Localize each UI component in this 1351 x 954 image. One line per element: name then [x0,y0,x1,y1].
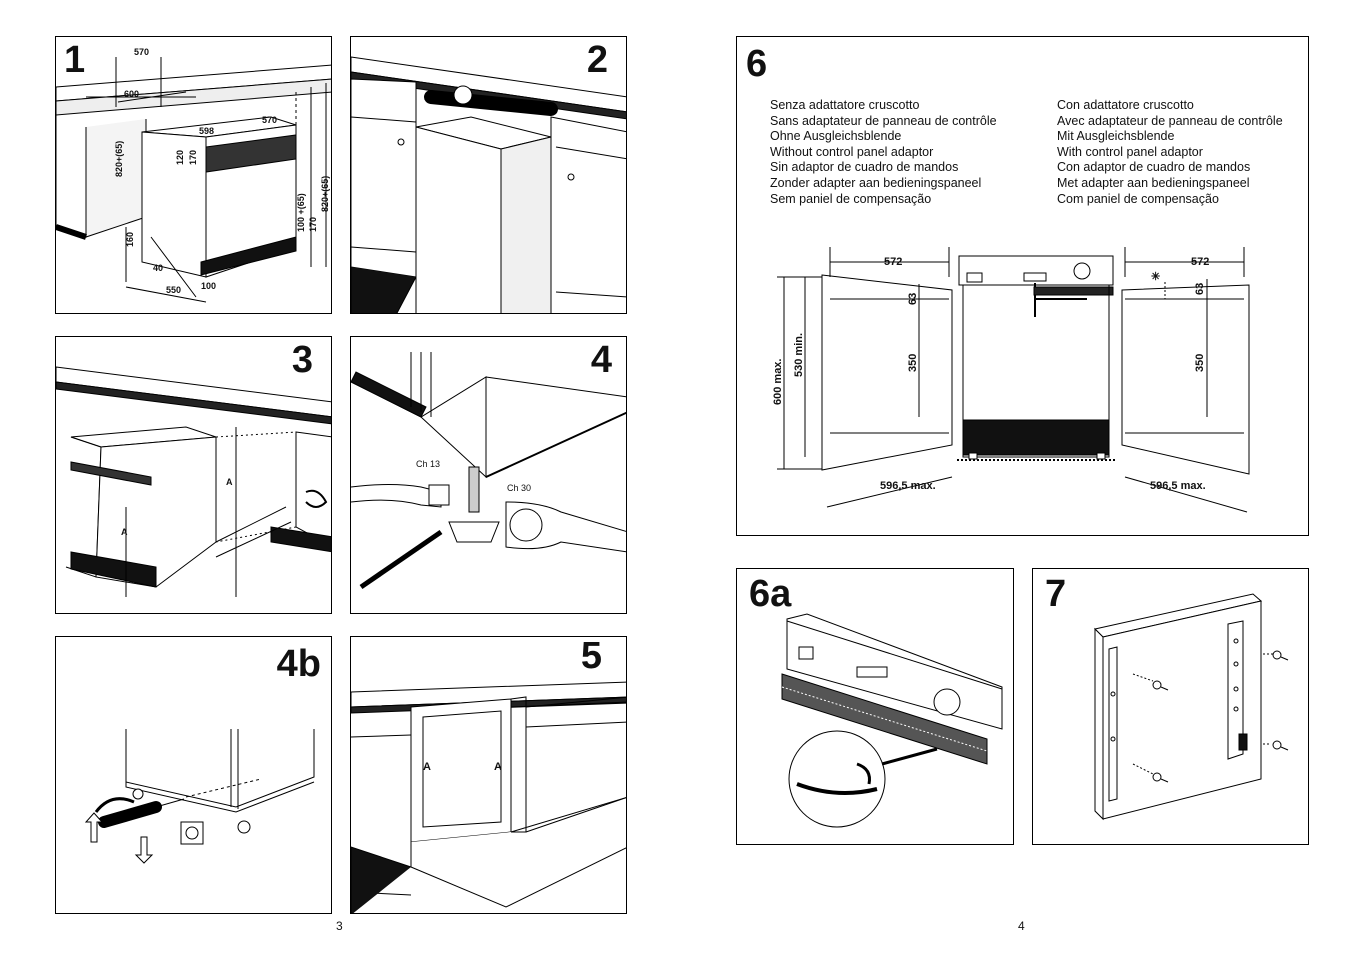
text-line: Ohne Ausgleichsblende [770,129,902,144]
text-line: Mit Ausgleichsblende [1057,129,1175,144]
label-ch30: Ch 30 [507,483,531,493]
cabinet-dimension-illustration: 570 600 598 570 120 170 820+(65) 100 +(6… [56,47,331,303]
dim-596-left: 596,5 max. [880,480,936,492]
dim-600: 600 [124,89,139,99]
text-line: Com paniel de compensação [1057,191,1219,206]
step-number: 4 [590,339,612,381]
panel-4b: 4b [55,636,332,914]
text-line: Without control panel adaptor [770,144,934,159]
dim-598: 598 [199,126,214,136]
text-line: Met adapter aan bedieningspaneel [1057,175,1250,190]
dim-40: 40 [153,263,163,273]
step-number: 1 [64,39,86,81]
dim-63-left: 63 [907,293,919,305]
label-a-left: A [423,761,431,773]
star-marker: ✳ [1151,271,1160,283]
text-line: Avec adaptateur de panneau de contrôle [1057,113,1283,128]
dim-570-top: 570 [134,47,149,57]
text-line: Sin adaptor de cuadro de mandos [770,160,959,175]
fixing-strip-illustration [351,56,626,313]
dim-width-left: 572 [884,256,902,268]
text-with-adaptor: Con adattatore cruscotto Avec adaptateur… [1057,98,1283,207]
panel-2: 2 [350,36,627,314]
text-line: Sem paniel de compensação [770,191,932,206]
dim-600-max: 600 max. [772,359,784,405]
control-panel-adaptor-illustration [781,613,1003,828]
text-line: Zonder adapter aan bedieningspaneel [770,175,982,190]
label-a-right: A [494,761,502,773]
step-number: 3 [291,339,313,381]
door-panel-dimension-drawing: 572 572 63 63 350 350 600 max. 530 min. … [772,247,1250,513]
dim-550: 550 [166,285,181,295]
foot-adjust-illustration: Ch 13 Ch 30 [351,352,626,590]
door-fixing-illustration: A A [351,681,626,913]
slide-in-illustration: A A [56,366,331,597]
text-line: Sans adaptateur de panneau de contrôle [770,113,997,128]
panel-7: 7 [1032,568,1309,845]
step-number: 5 [580,636,602,677]
dim-120: 120 [175,150,185,165]
dim-350-right: 350 [1194,354,1206,372]
rear-foot-adjust-illustration [84,729,315,864]
panel-4: Ch 13 Ch 30 4 [350,336,627,614]
step-number: 6 [746,43,768,85]
page-number-right: 4 [1018,919,1025,933]
dim-160: 160 [125,232,135,247]
dim-530-min: 530 min. [793,333,805,377]
dim-820-left: 820+(65) [114,141,124,177]
text-line: Senza adattatore cruscotto [770,98,920,112]
dim-width-right: 572 [1191,256,1209,268]
label-a-front: A [121,527,128,537]
page-number-left: 3 [336,919,343,933]
step-number: 4b [276,643,321,685]
dim-820-right: 820+(65) [320,176,330,212]
panel-3: A A 3 [55,336,332,614]
dim-100-65: 100 +(65) [296,193,306,232]
door-screw-illustration [1094,593,1289,821]
dim-596-right: 596,5 max. [1150,480,1206,492]
dim-63-right: 63 [1194,283,1206,295]
panel-6: 6 Senza adattatore cruscotto Sans adapta… [736,36,1309,536]
label-ch13: Ch 13 [416,459,440,469]
text-line: With control panel adaptor [1057,144,1203,159]
dim-170-right: 170 [308,217,318,232]
dim-100-bottom: 100 [201,281,216,291]
panel-5: A A 5 [350,636,627,914]
step-number: 2 [586,39,608,81]
text-line: Con adattatore cruscotto [1057,98,1194,112]
dim-350-left: 350 [907,354,919,372]
text-line: Con adaptor de cuadro de mandos [1057,160,1251,175]
panel-1: 570 600 598 570 120 170 820+(65) 100 +(6… [55,36,332,314]
step-number: 6a [749,573,792,615]
dim-570-side: 570 [262,115,277,125]
text-without-adaptor: Senza adattatore cruscotto Sans adaptate… [770,98,997,207]
dim-170: 170 [188,150,198,165]
step-number: 7 [1045,573,1067,615]
label-a-rear: A [226,477,233,487]
panel-6a: 6a [736,568,1014,845]
